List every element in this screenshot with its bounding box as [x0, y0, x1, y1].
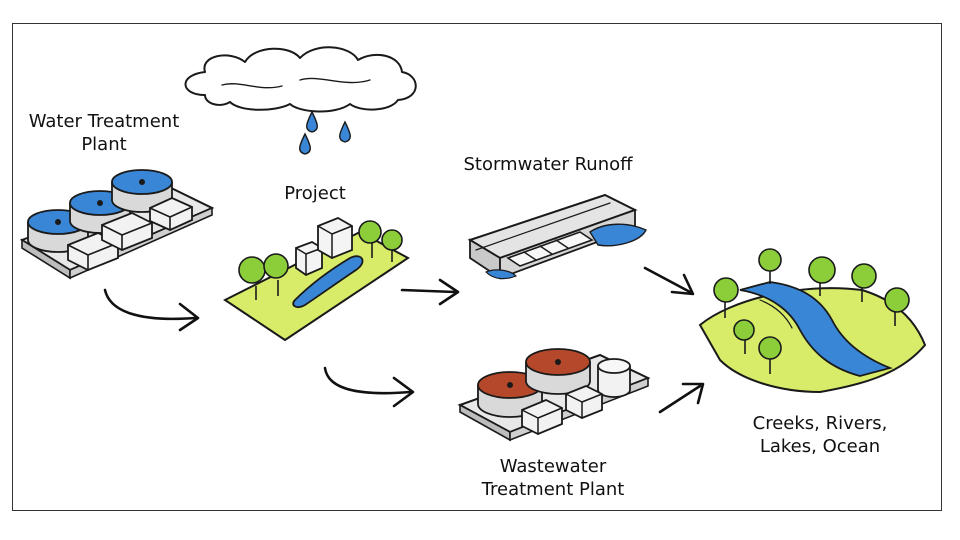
project-site-icon [223, 217, 410, 342]
storm-drain-icon [467, 193, 647, 280]
wastewater-treatment-plant-label: Wastewater Treatment Plant [458, 455, 648, 501]
wastewater-treatment-plant-label-line2: Treatment Plant [481, 479, 625, 500]
water-treatment-plant-label-line1: Water Treatment [28, 111, 180, 132]
water-bodies-label-line2: Lakes, Ocean [759, 436, 881, 457]
water-treatment-plant-icon [19, 169, 215, 280]
project-label-text: Project [284, 183, 346, 204]
river-landscape-icon [698, 248, 927, 394]
water-treatment-plant-label-line2: Plant [81, 134, 127, 155]
project-label: Project [270, 182, 360, 205]
water-treatment-plant-label: Water Treatment Plant [18, 110, 190, 156]
arrow-project-to-wastewater [323, 366, 415, 408]
wastewater-treatment-plant-label-line1: Wastewater [499, 456, 607, 477]
water-bodies-label: Creeks, Rivers, Lakes, Ocean [735, 412, 905, 458]
diagram-frame [12, 23, 942, 511]
rain-cloud-icon [184, 46, 417, 113]
arrow-project-to-stormwater [400, 278, 460, 306]
stormwater-runoff-label: Stormwater Runoff [448, 153, 648, 176]
arrow-stormwater-to-water-bodies [643, 266, 695, 296]
raindrop-icon [299, 110, 351, 155]
water-bodies-label-line1: Creeks, Rivers, [752, 413, 888, 434]
wastewater-treatment-plant-icon [457, 348, 651, 442]
stormwater-runoff-label-text: Stormwater Runoff [463, 154, 633, 175]
arrow-wastewater-to-water-bodies [658, 382, 705, 414]
arrow-water-plant-to-project [103, 288, 200, 332]
